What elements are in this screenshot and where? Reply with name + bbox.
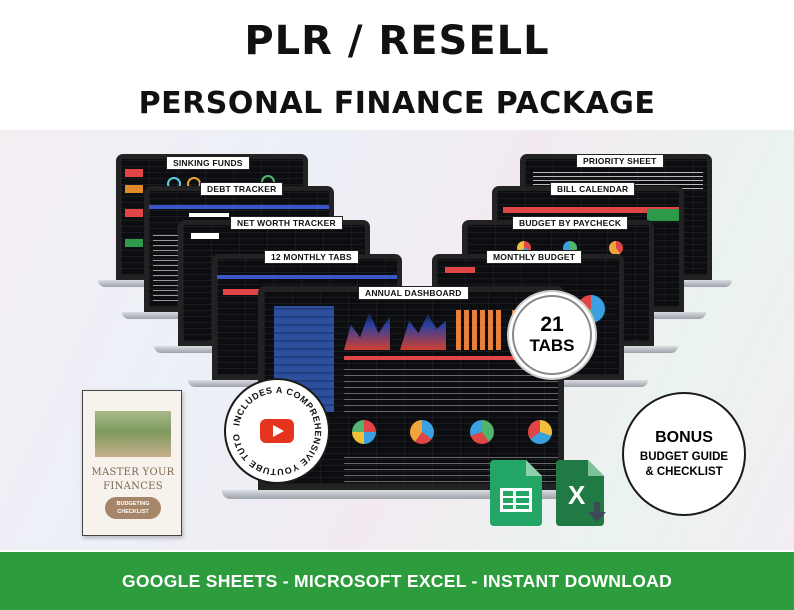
footer-text: GOOGLE SHEETS - MICROSOFT EXCEL - INSTAN…	[121, 570, 673, 591]
label-net-worth-tracker: NET WORTH TRACKER	[230, 216, 343, 230]
label-annual-dashboard: ANNUAL DASHBOARD	[358, 286, 469, 300]
tabs-count-label: TABS	[529, 336, 575, 355]
bonus-badge: BONUS BUDGET GUIDE & CHECKLIST	[622, 392, 746, 516]
label-budget-by-paycheck: BUDGET BY PAYCHECK	[512, 216, 629, 230]
label-priority-sheet: PRIORITY SHEET	[576, 154, 664, 168]
main-subtitle: PERSONAL FINANCE PACKAGE	[138, 86, 656, 121]
checklist-pill-line2: CHECKLIST	[117, 509, 149, 515]
label-debt-tracker: DEBT TRACKER	[200, 182, 284, 196]
youtube-play-icon	[260, 419, 294, 443]
label-bill-calendar: BILL CALENDAR	[550, 182, 636, 196]
bonus-line2: BUDGET GUIDE	[639, 450, 729, 463]
bonus-line3: & CHECKLIST	[645, 465, 723, 478]
label-monthly-tabs: 12 MONTHLY TABS	[264, 250, 359, 264]
youtube-tutorial-badge: INCLUDES A COMPREHENSIVE YOUTUBE TUTORIA…	[224, 378, 330, 484]
bonus-title: BONUS	[655, 428, 713, 446]
checklist-pill-line1: BUDGETING	[116, 501, 150, 507]
checklist-pill: BUDGETING CHECKLIST	[105, 497, 161, 519]
tabs-count-badge: 21 TABS	[512, 295, 592, 375]
main-title: PLR / RESELL	[244, 18, 550, 64]
tabs-count-number: 21	[540, 313, 564, 336]
budget-guide-cover: MASTER YOUR FINANCES BUDGETING CHECKLIST	[82, 390, 182, 536]
label-monthly-budget: MONTHLY BUDGET	[486, 250, 583, 264]
microsoft-excel-icon: X	[556, 460, 606, 526]
guide-title-line1: MASTER YOUR	[91, 467, 175, 478]
footer-banner: GOOGLE SHEETS - MICROSOFT EXCEL - INSTAN…	[0, 552, 794, 610]
guide-title-line2: FINANCES	[103, 481, 163, 492]
coins-photo	[95, 411, 171, 457]
label-sinking-funds: SINKING FUNDS	[166, 156, 250, 170]
google-sheets-icon	[490, 460, 542, 526]
svg-text:X: X	[568, 480, 586, 510]
